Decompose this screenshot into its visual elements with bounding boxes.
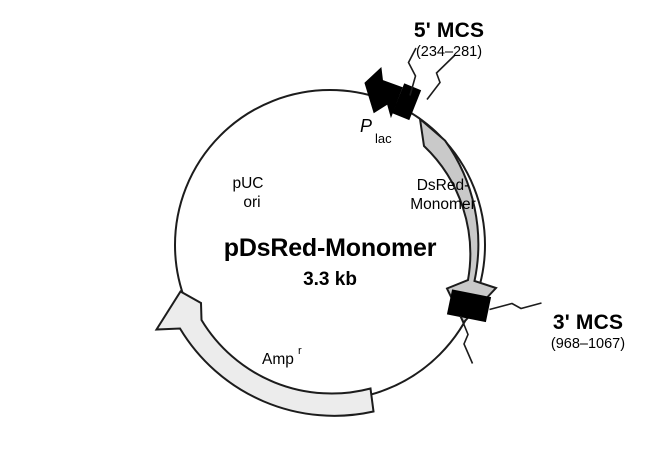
center-title-group: pDsRed-Monomer 3.3 kb — [224, 234, 437, 290]
mcs3-leader-line-right — [489, 302, 542, 311]
mcs3-leader-line-lower — [459, 315, 474, 364]
mcs3-black-box — [446, 289, 492, 323]
dsred-label-line2: Monomer — [410, 196, 475, 213]
mcs5-leader-line-left — [407, 47, 417, 96]
feature-mcs3-box — [446, 289, 492, 323]
plac-promoter-arrow — [364, 66, 403, 119]
label-plac: P lac — [360, 116, 392, 146]
plac-subscript: lac — [375, 131, 392, 146]
mcs5-leader-line-right — [426, 54, 456, 100]
label-dsred-monomer: DsRed- Monomer — [410, 177, 475, 213]
feature-plac-promoter — [364, 66, 403, 119]
label-puc-ori: pUC ori — [232, 175, 263, 211]
amp-label-base: Amp — [262, 351, 294, 368]
amp-label-superscript: r — [298, 345, 302, 357]
plasmid-size: 3.3 kb — [303, 269, 357, 290]
plasmid-name: pDsRed-Monomer — [224, 234, 437, 262]
mcs3-heading: 3' MCS — [553, 311, 623, 334]
label-amp-resistance: Amp r — [262, 345, 302, 368]
mcs5-range: (234–281) — [416, 44, 482, 60]
callout-mcs5: 5' MCS (234–281) — [414, 19, 484, 60]
mcs5-heading: 5' MCS — [414, 19, 484, 42]
dsred-label-line1: DsRed- — [417, 177, 470, 194]
amp-resistance-arc — [154, 290, 375, 417]
puc-ori-line2: ori — [243, 194, 260, 211]
mcs3-range: (968–1067) — [551, 336, 625, 352]
plac-symbol: P — [360, 116, 372, 136]
feature-mcs5-box — [392, 83, 422, 121]
mcs5-leader-lines — [407, 47, 456, 100]
callout-mcs3: 3' MCS (968–1067) — [551, 311, 625, 352]
feature-amp-resistance — [154, 290, 375, 417]
mcs5-black-box — [392, 83, 422, 121]
puc-ori-line1: pUC — [232, 175, 263, 192]
mcs3-leader-lines — [459, 302, 542, 364]
